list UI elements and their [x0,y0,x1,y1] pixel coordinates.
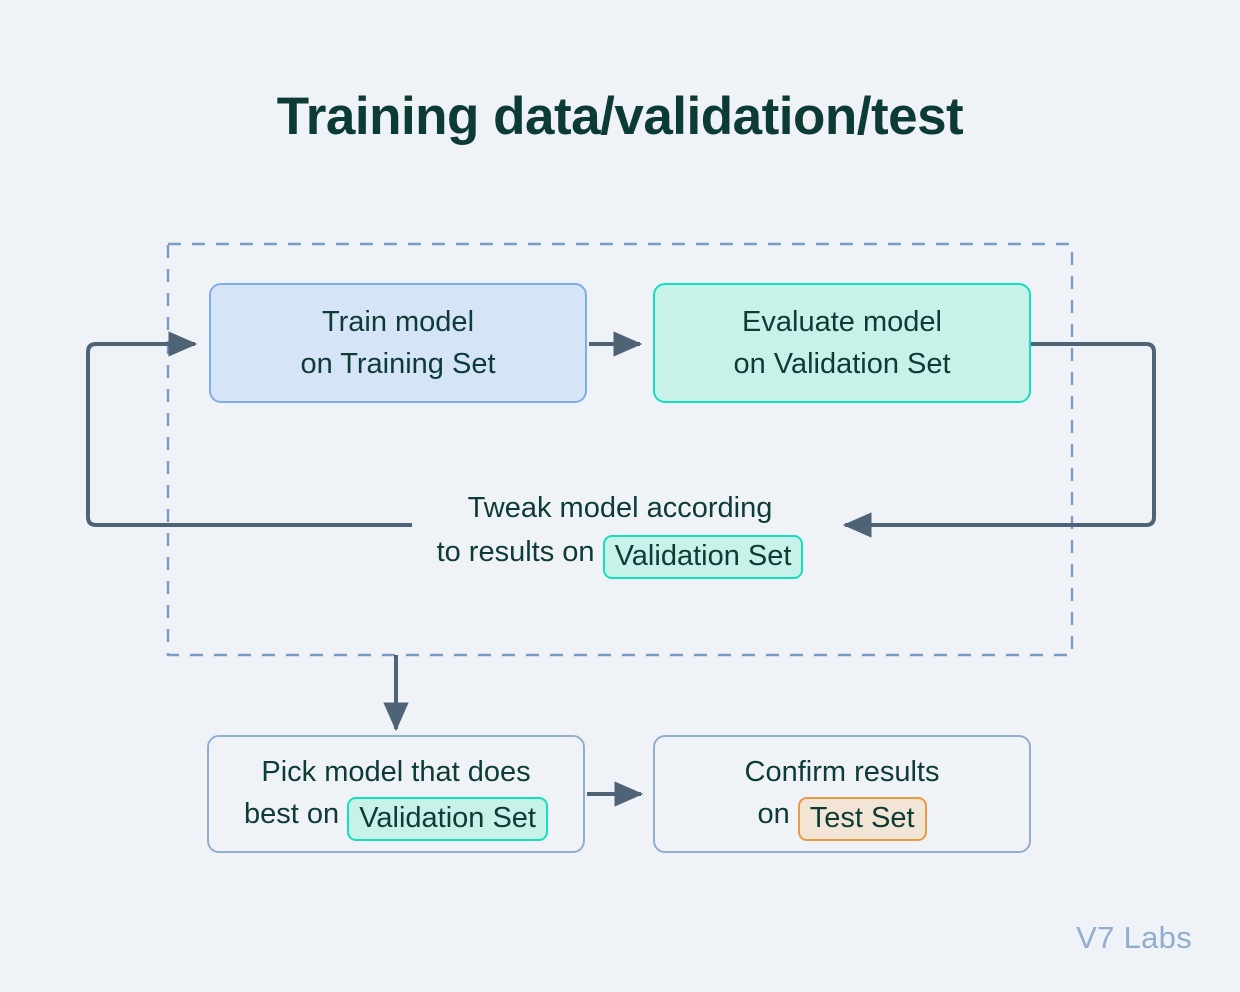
node-evaluate-model[interactable]: Evaluate model on Validation Set [653,283,1031,403]
node-pick-line2-prefix: best on [243,797,340,830]
node-tweak-model: Tweak model according to results on Vali… [370,487,870,580]
node-confirm-line2-prefix: on [757,797,790,830]
node-tweak-line1: Tweak model according [467,492,773,524]
page-title: Training data/validation/test [276,87,964,146]
node-train-model[interactable]: Train model on Training Set [209,283,587,403]
node-train-line2: on Training Set [300,348,496,380]
node-pick-line2: best on Validation Set [243,793,548,842]
node-tweak-line2-prefix: to results on [436,535,595,568]
v7-labs-watermark: V7 Labs [1076,920,1192,955]
node-confirm-line1: Confirm results [744,755,940,788]
node-confirm-line2: on Test Set [757,793,927,842]
node-tweak-line2: to results on Validation Set [370,531,870,580]
node-confirm-results[interactable]: Confirm results on Test Set [653,735,1031,853]
validation-set-pill: Validation Set [602,534,804,580]
node-pick-line1: Pick model that does [261,755,531,788]
validation-set-pill: Validation Set [347,796,548,842]
node-evaluate-line1: Evaluate model [742,305,942,338]
node-train-line1: Train model [321,305,475,338]
test-set-pill: Test Set [797,796,927,842]
node-evaluate-line2: on Validation Set [733,348,951,380]
node-pick-model[interactable]: Pick model that does best on Validation … [207,735,585,853]
